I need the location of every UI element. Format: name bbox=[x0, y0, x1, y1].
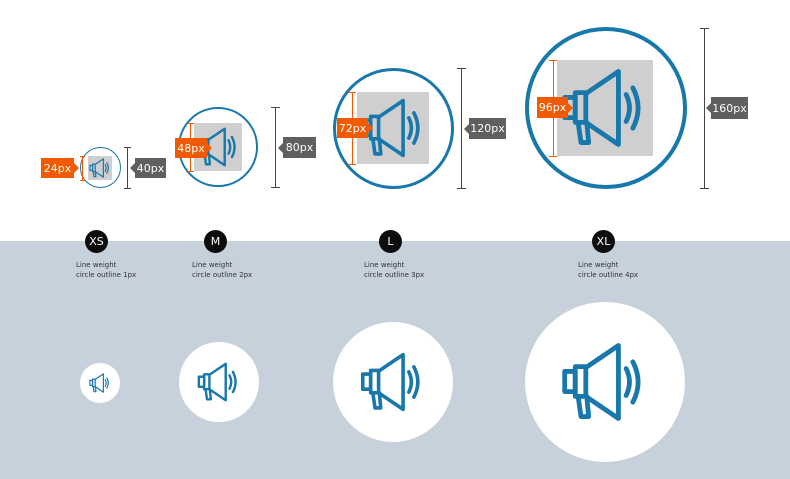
l-circle-dimension-line bbox=[461, 68, 462, 188]
l-line-weight-text: Line weight circle outline 3px bbox=[364, 261, 425, 279]
megaphone-icon bbox=[88, 371, 112, 395]
l-preview-circle bbox=[333, 322, 453, 442]
size-badge-m: M bbox=[204, 230, 227, 253]
size-badge-xl: XL bbox=[592, 230, 615, 253]
xs-circle-dimension-line bbox=[127, 147, 128, 188]
size-badge-l: L bbox=[379, 230, 402, 253]
xl-line-weight-text: Line weight circle outline 4px bbox=[578, 261, 639, 279]
xs-preview-circle bbox=[80, 363, 120, 403]
xl-preview-circle bbox=[525, 302, 685, 462]
xl-circle-dimension-line bbox=[704, 28, 705, 188]
megaphone-icon bbox=[557, 334, 653, 430]
m-line-weight-text: Line weight circle outline 2px bbox=[192, 261, 253, 279]
m-circle-size-label: 80px bbox=[278, 137, 316, 158]
megaphone-icon bbox=[357, 346, 429, 418]
xs-circle-size-label: 40px bbox=[130, 158, 166, 178]
l-icon-size-label: 72px bbox=[337, 118, 373, 138]
megaphone-icon bbox=[88, 156, 112, 180]
m-preview-circle bbox=[179, 342, 259, 422]
l-circle-size-label: 120px bbox=[464, 118, 506, 139]
m-circle-dimension-line bbox=[275, 107, 276, 187]
megaphone-icon bbox=[195, 358, 243, 406]
m-icon-size-label: 48px bbox=[175, 138, 212, 158]
xs-icon-dimension-line bbox=[82, 156, 83, 180]
xs-icon-size-label: 24px bbox=[41, 158, 79, 178]
xs-outline-circle bbox=[80, 147, 121, 188]
xl-icon-size-label: 96px bbox=[537, 97, 573, 118]
size-badge-xs: XS bbox=[85, 230, 108, 253]
xl-circle-size-label: 160px bbox=[706, 97, 748, 119]
xs-line-weight-text: Line weight circle outline 1px bbox=[76, 261, 137, 279]
